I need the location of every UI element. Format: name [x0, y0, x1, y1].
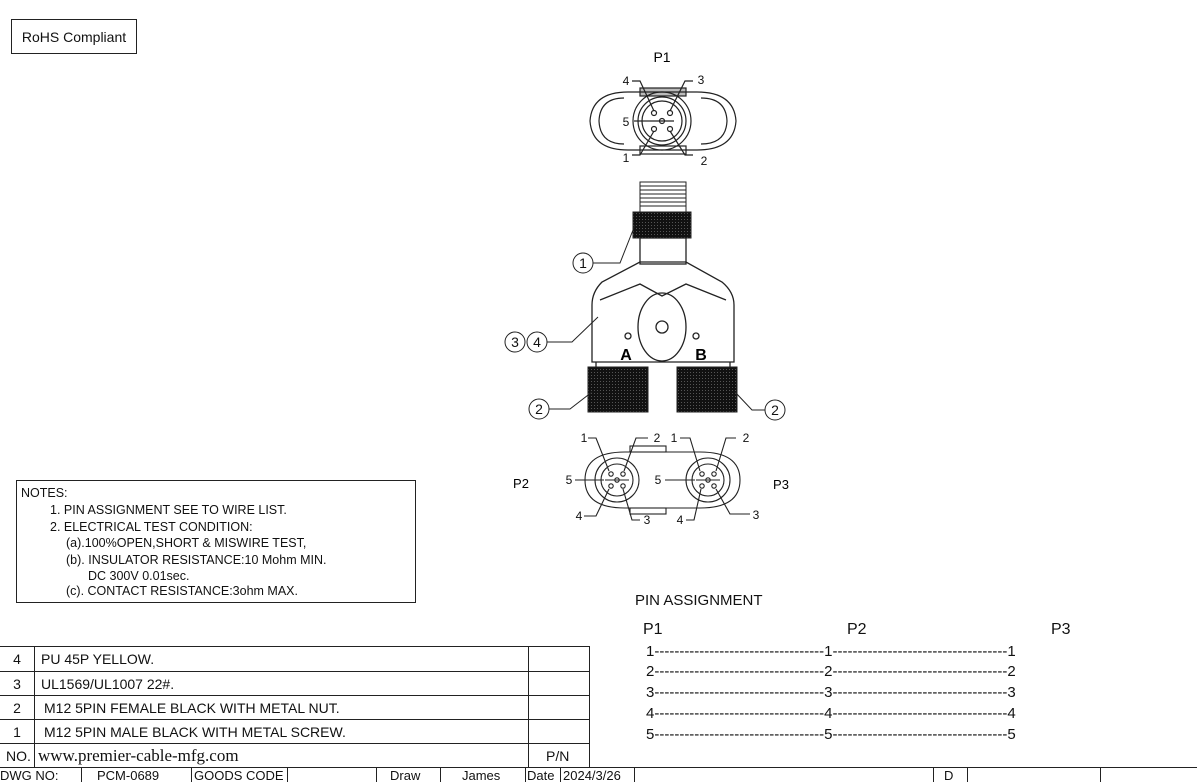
p3-pin-3-label: 3	[753, 508, 760, 522]
male-screw-nut	[632, 211, 692, 239]
draw-label: Draw	[390, 768, 421, 783]
pin-header-p1: P1	[643, 621, 663, 638]
callout-2-left: 2	[535, 401, 543, 417]
p3-pin-5-label: 5	[655, 473, 662, 487]
p2-pin-3-label: 3	[644, 513, 651, 527]
table-header-row: NO. www.premier-cable-mfg.com P/N	[0, 743, 590, 768]
p3-pin-2-label: 2	[743, 431, 750, 445]
pin-row: 2----------------------------------2----…	[646, 663, 1016, 680]
table-row: 1 M12 5PIN MALE BLACK WITH METAL SCREW.	[0, 719, 590, 743]
p1-pin-5-label: 5	[623, 115, 630, 129]
bom-no: 1	[13, 724, 21, 740]
bom-header-pn: P/N	[546, 748, 570, 764]
bom-table: 4 PU 45P YELLOW. 3 UL1569/UL1007 22#. 2 …	[0, 646, 590, 768]
male-thread	[639, 181, 687, 213]
pin-assignment-title: PIN ASSIGNMENT	[635, 592, 763, 609]
bom-desc: M12 5PIN FEMALE BLACK WITH METAL NUT.	[44, 700, 340, 716]
callout-4: 4	[533, 334, 541, 350]
note-line: 1. PIN ASSIGNMENT SEE TO WIRE LIST.	[50, 503, 287, 517]
bom-desc: M12 5PIN MALE BLACK WITH METAL SCREW.	[44, 724, 346, 740]
bom-no: 2	[13, 700, 21, 716]
callout-2-right: 2	[771, 402, 779, 418]
rohs-badge: RoHS Compliant	[11, 19, 137, 54]
callout-1: 1	[579, 255, 587, 271]
date-value: 2024/3/26	[563, 768, 621, 783]
p1-pin-1-label: 1	[623, 151, 630, 165]
table-row: 3 UL1569/UL1007 22#.	[0, 671, 590, 695]
revision: D	[944, 768, 954, 783]
p3-label: P3	[773, 477, 789, 492]
table-row: 4 PU 45P YELLOW.	[0, 646, 590, 670]
port-b-label: B	[695, 347, 707, 364]
callout-3: 3	[511, 334, 519, 350]
female-nut-b	[676, 366, 738, 413]
port-a-label: A	[620, 347, 632, 364]
p1-pin-2-label: 2	[701, 154, 708, 168]
p2-pin-5-label: 5	[566, 473, 573, 487]
p2-pin-1-label: 1	[581, 431, 588, 445]
p1-label: P1	[653, 49, 670, 65]
p1-pin-4-label: 4	[623, 74, 630, 88]
pin-row: 5----------------------------------5----…	[646, 726, 1016, 743]
notes-title: NOTES:	[21, 486, 68, 500]
p3-pin-4-label: 4	[677, 513, 684, 527]
p1-face-view	[589, 80, 737, 156]
bom-desc: UL1569/UL1007 22#.	[41, 676, 175, 692]
dwg-no-label: DWG NO:	[0, 768, 59, 783]
female-nut-a	[587, 366, 649, 413]
p2-pin-2-label: 2	[654, 431, 661, 445]
p2-label: P2	[513, 476, 529, 491]
title-block-top-line	[0, 767, 1197, 768]
bom-desc: PU 45P YELLOW.	[41, 651, 155, 667]
dwg-no-value: PCM-0689	[97, 768, 160, 783]
p3-pin-1-label: 1	[671, 431, 678, 445]
draw-name: James	[462, 768, 501, 783]
p2-p3-face-view	[575, 437, 750, 521]
note-line: (a).100%OPEN,SHORT & MISWIRE TEST,	[66, 536, 307, 550]
note-line: DC 300V 0.01sec.	[88, 569, 190, 583]
table-row: 2 M12 5PIN FEMALE BLACK WITH METAL NUT.	[0, 695, 590, 719]
bom-no: 4	[13, 651, 21, 667]
p1-pin-3-label: 3	[698, 73, 705, 87]
goods-code-label: GOODS CODE	[194, 768, 284, 783]
callout-lines	[504, 224, 786, 421]
pin-row: 3----------------------------------3----…	[646, 684, 1016, 701]
date-label: Date	[527, 768, 555, 783]
pin-header-p2: P2	[847, 621, 867, 638]
p2-pin-4-label: 4	[576, 509, 583, 523]
bom-header-no: NO.	[6, 748, 31, 764]
note-line: 2. ELECTRICAL TEST CONDITION:	[50, 520, 253, 534]
notes-box: NOTES: 1. PIN ASSIGNMENT SEE TO WIRE LIS…	[16, 480, 416, 603]
pin-row: 1----------------------------------1----…	[646, 643, 1016, 660]
note-line: (c). CONTACT RESISTANCE:3ohm MAX.	[66, 584, 298, 598]
splitter-body	[591, 237, 735, 367]
bom-no: 3	[13, 676, 21, 692]
company-url: www.premier-cable-mfg.com	[38, 746, 239, 765]
note-line: (b). INSULATOR RESISTANCE:10 Mohm MIN.	[66, 553, 327, 567]
pin-header-p3: P3	[1051, 621, 1071, 638]
pin-row: 4----------------------------------4----…	[646, 705, 1016, 722]
